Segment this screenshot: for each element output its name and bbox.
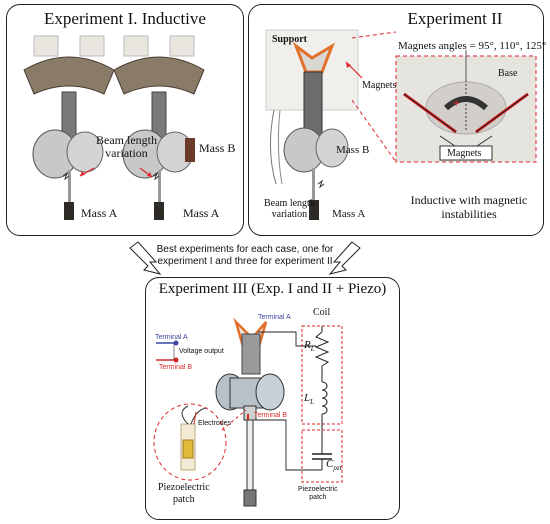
base-label: Base: [498, 68, 518, 79]
experiment-i-title: Experiment I. Inductive: [44, 9, 206, 28]
inductive-magnetic-caption: Inductive with magnetic instabilities: [410, 193, 528, 221]
coil-label: Coil: [313, 307, 331, 318]
rl-label: RL: [304, 339, 315, 356]
terminal-b-legend: Terminal B: [159, 364, 193, 371]
rl-main: R: [304, 339, 311, 351]
mass-a-label-exp2: Mass A: [332, 208, 366, 220]
support-label: Support: [272, 34, 308, 45]
beam-length-label-exp2: Beam length variation: [264, 198, 315, 220]
ll-main: L: [304, 392, 311, 404]
terminal-a-label: Terminal A: [258, 314, 291, 321]
terminal-a-legend: Terminal A: [155, 334, 188, 341]
mass-a-label-right: Mass A: [183, 206, 220, 220]
cpzt-subscript: pzt: [333, 464, 342, 473]
magnets-arrow-label: Magnets: [362, 80, 397, 91]
beam-length-label-left: Beam length variation: [96, 133, 157, 160]
experiment-iii-title: Experiment III (Exp. I and II + Piezo): [158, 281, 387, 297]
electrodes-label: Electrodes: [198, 420, 232, 427]
magnets-box-label: Magnets: [447, 148, 482, 159]
mass-a-label-left: Mass A: [81, 206, 118, 220]
mass-b-label-exp2: Mass B: [336, 144, 370, 156]
ll-subscript: L: [310, 398, 315, 407]
svg-text:+: +: [452, 98, 460, 109]
cpzt-main: C: [326, 458, 334, 470]
rl-subscript: L: [310, 345, 315, 354]
svg-text:-: -: [475, 95, 479, 109]
experiment-ii-title: Experiment II: [407, 9, 503, 28]
best-experiments-caption: Best experiments for each case, one for …: [156, 244, 334, 267]
magnets-angles-label: Magnets angles = 95°, 110°, 125°: [398, 40, 547, 52]
ll-label: LL: [304, 392, 314, 409]
rig-left-photo: [23, 35, 115, 220]
mass-b-label-left: Mass B: [199, 141, 236, 155]
cpzt-label: Cpzt: [326, 458, 342, 475]
rig-right-photo: [113, 35, 205, 220]
voltage-output-label: Voltage output: [179, 348, 224, 355]
piezo-patch-right-label: Piezoelectric patch: [298, 486, 338, 501]
piezo-patch-left-label: Piezoelectric patch: [158, 482, 210, 505]
terminal-b-label: Terminal B: [254, 412, 288, 419]
